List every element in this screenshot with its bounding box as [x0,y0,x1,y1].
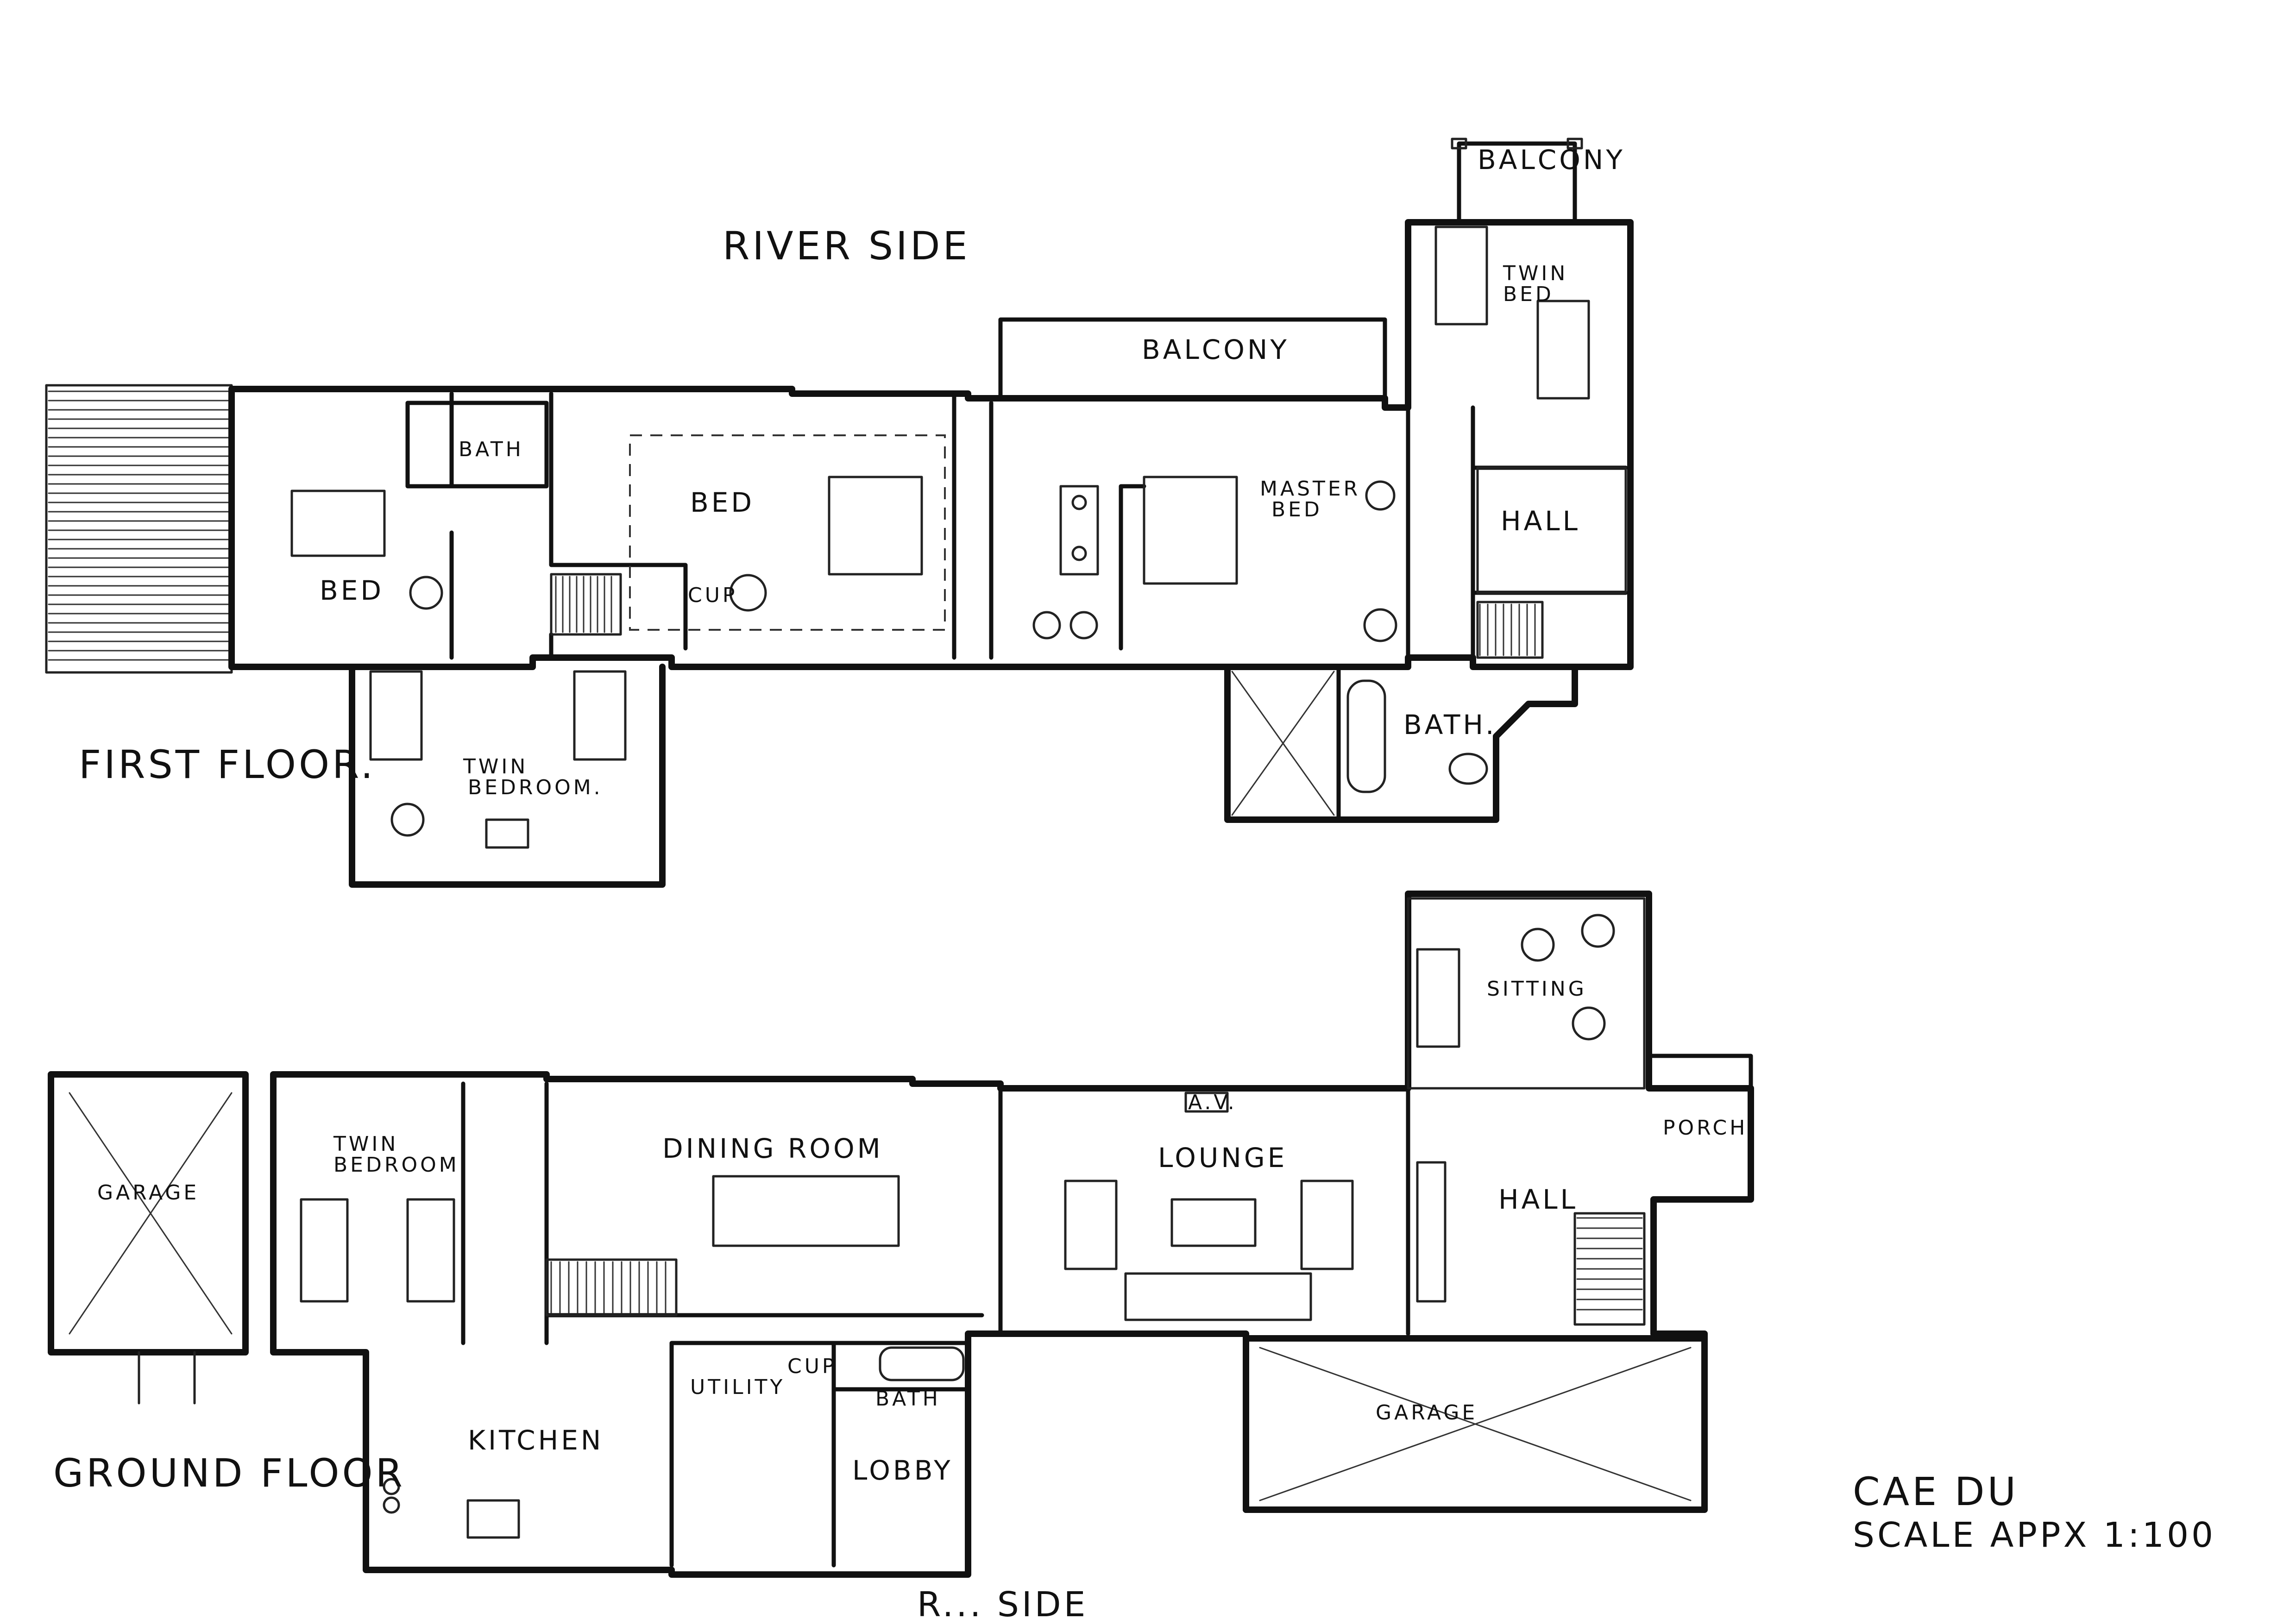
kitchen-label: KITCHEN [468,1424,604,1456]
bed-mid-label: BED [690,487,755,518]
river-side-label: RIVER SIDE [723,223,970,269]
ground-floor-stair-hall [1573,1212,1646,1326]
first-floor-bath-room [405,401,549,489]
twin-bedroom-first-label-1: TWIN [463,755,528,778]
bed-icon [828,476,923,576]
dining-room-label: DINING ROOM [662,1133,883,1164]
hall-ground-label: HALL [1498,1184,1578,1215]
scale-label: SCALE APPX 1:100 [1853,1515,2216,1555]
bed-icon [406,1198,455,1303]
hall-first-label: HALL [1501,505,1580,537]
first-floor-twin-bedroom-walls [349,664,666,888]
cup-first-label: CUP [688,584,737,607]
terrace-hatch [45,384,233,674]
twin-bedroom-ground-label-2: BEDROOM [333,1153,459,1177]
first-floor-stair-left [550,573,622,636]
chair-icon [729,574,767,612]
ground-floor-stair-center [545,1258,678,1317]
master-bed-label-2: BED [1271,498,1322,521]
av-unit [1184,1092,1229,1113]
labels: RIVER SIDE FIRST FLOOR. GROUND FLOOR BAL… [53,144,2216,1619]
bed-icon [369,670,423,761]
sofa-icon [1300,1180,1354,1270]
bed-icon [1434,226,1488,326]
sofa-icon [1416,948,1460,1048]
bed-icon [290,489,386,557]
lounge-label: LOUNGE [1158,1142,1287,1173]
lobby-label: LOBBY [852,1455,953,1486]
first-floor-bath-block [1224,664,1578,823]
first-floor-partitions [449,391,1628,660]
twin-bedroom-ground-label-1: TWIN [333,1132,398,1156]
porch-label: PORCH [1663,1116,1748,1140]
master-bed-label-1: MASTER [1260,477,1360,501]
dining-table-icon [712,1175,900,1247]
twin-bed-top-label-2: BED [1503,282,1554,306]
chair-icon [1581,914,1615,948]
first-floor-plan [45,138,1634,888]
garage-left-label: GARAGE [97,1181,199,1205]
first-floor-outer-wall [228,219,1634,670]
sofa-icon [1064,1180,1118,1270]
sofa-icon [1124,1272,1312,1321]
twin-bed-top-label-1: TWIN [1503,262,1568,285]
bed-left-label: BED [320,575,384,606]
ground-floor-partitions [461,1081,1410,1568]
coffee-table-icon [1170,1198,1257,1247]
bath-first-right-label: BATH. [1403,709,1497,740]
twin-bedroom-first-label-2: BEDROOM. [468,776,603,799]
cup-ground-label: CUP [787,1355,837,1378]
first-floor-label: FIRST FLOOR. [79,742,376,787]
bed-icon [1143,476,1238,585]
ground-floor-outer-wall [270,891,1754,1578]
chair-icon [1572,1006,1606,1041]
top-balcony [1457,141,1577,225]
bath-first-label: BATH [459,438,524,461]
garage-right-label: GARAGE [1376,1401,1478,1424]
chair-icon [409,576,443,610]
av-label: A.V. [1188,1091,1237,1114]
hob-icon [466,1499,520,1539]
ground-floor-label: GROUND FLOOR [53,1450,405,1496]
balcony-top-label: BALCONY [1478,144,1625,176]
bed-icon [300,1198,349,1303]
bed-icon [573,670,627,761]
bath-ground-label: BATH [875,1387,941,1411]
mid-balcony [998,317,1387,401]
chair-icon [390,803,425,837]
road-side-label: R... SIDE [917,1585,1088,1619]
chair-icon [1521,928,1555,962]
garage-left-walls [48,1071,249,1355]
bed-icon [1536,300,1590,400]
ground-floor-plan [48,891,1754,1578]
balcony-mid-label: BALCONY [1142,334,1290,365]
first-floor-stair-hall [1476,601,1544,659]
title-label: CAE DU [1853,1469,2019,1514]
utility-label: UTILITY [690,1375,785,1399]
garage-right-walls [1243,1335,1708,1513]
sitting-label: SITTING [1487,977,1587,1001]
